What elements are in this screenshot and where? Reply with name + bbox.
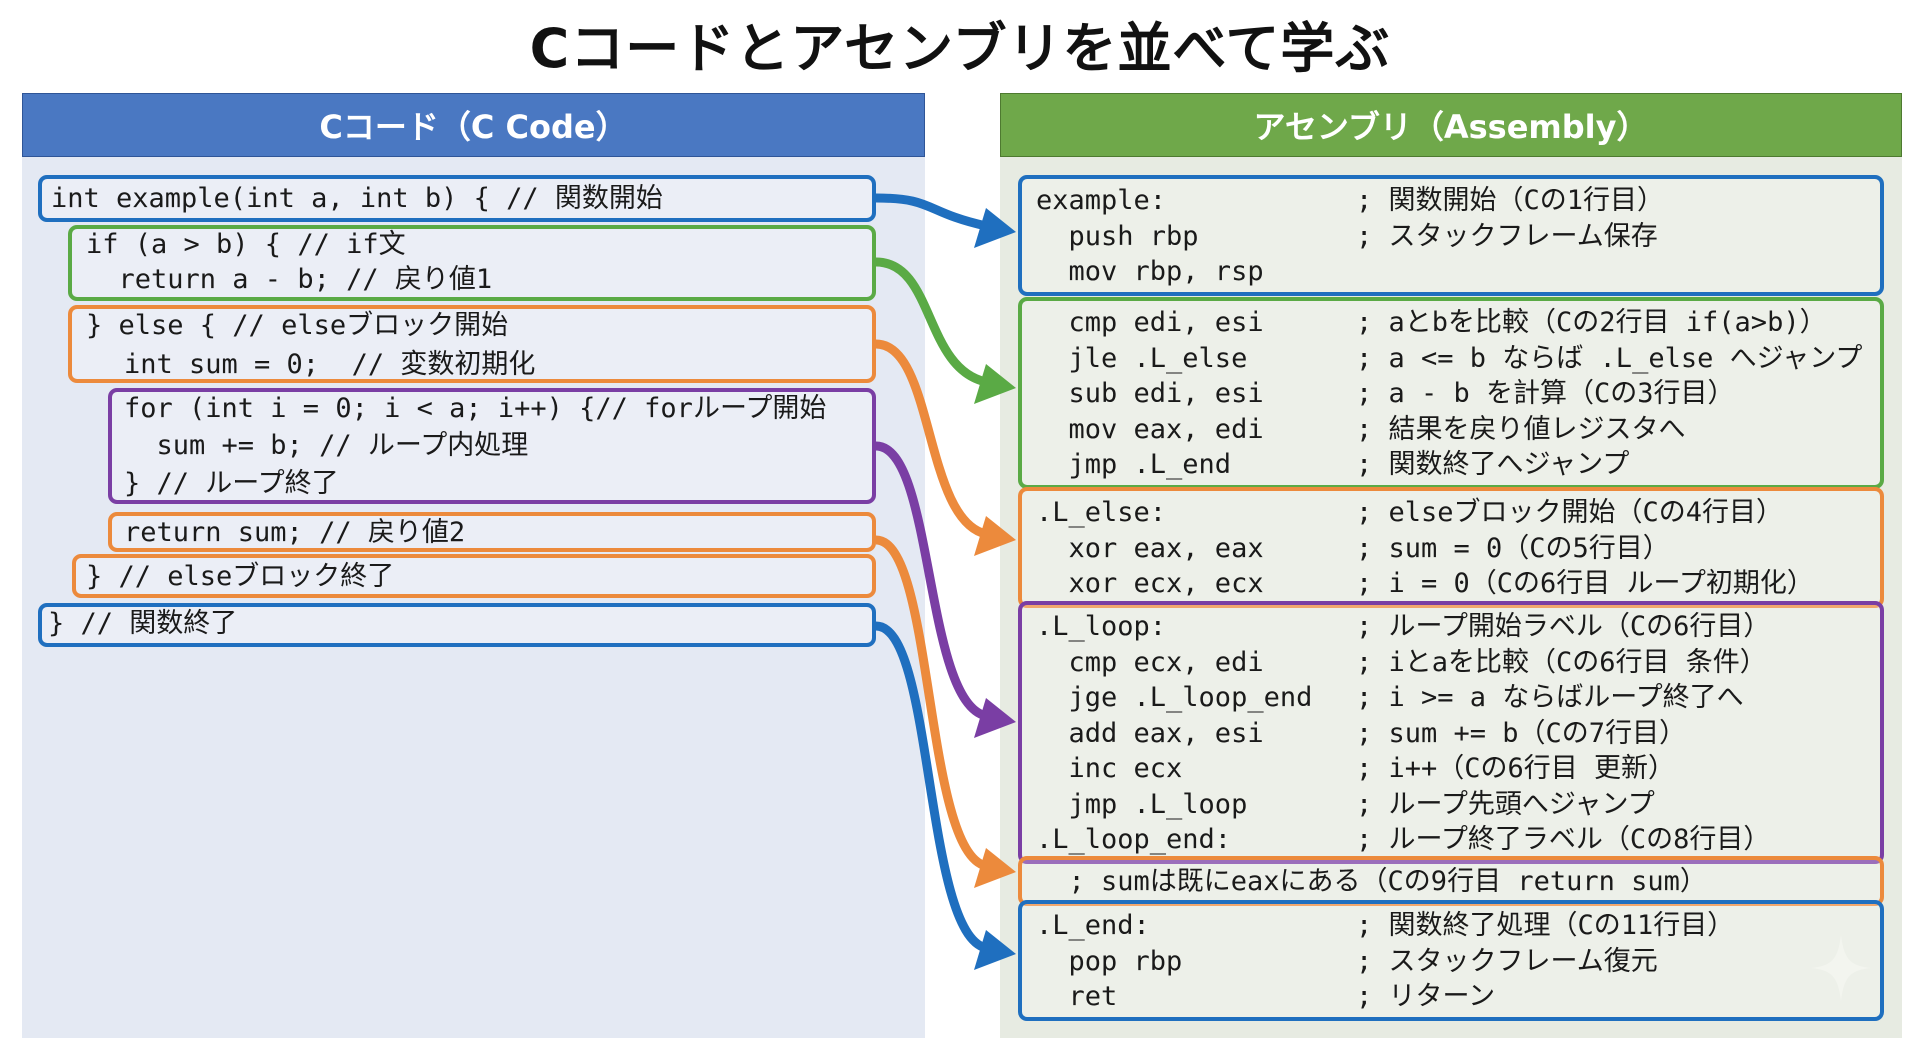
c-block-function-end [38,603,876,647]
asm-comment: ; i++（Cの6行目 更新） [1356,753,1676,784]
asm-comment: ; スタックフレーム保存 [1356,220,1658,252]
c-block-else-end [72,554,876,598]
asm-comment: ; sum += b（Cの7行目） [1356,717,1687,749]
asm-comment: ; a - b を計算（Cの3行目） [1356,378,1735,409]
asm-block-0: example: ; 関数開始（Cの1行目） push rbp ; スタックフレーム… [1018,175,1884,296]
c-block-function-start [38,175,876,222]
c-line-11: } // 関数終了 [48,608,238,639]
asm-row: jmp .L_end ; 関数終了へジャンプ [1036,447,1880,483]
asm-comment: ; リターン [1356,981,1496,1012]
asm-instruction: .L_loop_end: [1036,824,1232,855]
asm-row: inc ecx ; i++（Cの6行目 更新） [1036,751,1880,787]
asm-instruction: sub edi, esi [1036,378,1264,409]
asm-comment: ; 結果を戻り値レジスタへ [1356,413,1686,445]
asm-row: .L_else: ; elseブロック開始（Cの4行目） [1036,495,1880,531]
asm-instruction: xor ecx, ecx [1036,568,1264,599]
c-code-header: Cコード（C Code） [22,93,925,157]
asm-instruction: inc ecx [1036,753,1183,784]
asm-row: .L_end: ; 関数終了処理（Cの11行目） [1036,908,1880,944]
c-block-else-start [68,305,876,383]
asm-comment: ; 関数終了へジャンプ [1356,449,1630,480]
asm-row: example: ; 関数開始（Cの1行目） [1036,183,1880,219]
c-line-8: } // ループ終了 [124,468,339,499]
asm-row: cmp ecx, edi ; iとaを比較（Cの6行目 条件） [1036,645,1880,681]
asm-comment: ; i = 0（Cの6行目 ループ初期化） [1356,568,1814,599]
asm-instruction: ; sumは既にeaxにある（Cの9行目 return sum） [1036,866,1707,897]
asm-instruction: jmp .L_loop [1036,788,1248,820]
asm-comment: ; スタックフレーム復元 [1356,945,1658,977]
asm-instruction: .L_else: [1036,497,1167,528]
asm-instruction: cmp edi, esi [1036,307,1264,338]
asm-row: mov eax, edi ; 結果を戻り値レジスタへ [1036,412,1880,448]
asm-comment: ; i >= a ならばループ終了へ [1356,682,1744,713]
c-block-if [68,225,876,301]
asm-block-2: .L_else: ; elseブロック開始（Cの4行目） xor eax, eax… [1018,487,1884,608]
asm-row: .L_loop: ; ループ開始ラベル（Cの6行目） [1036,609,1880,645]
asm-row: jle .L_else ; a <= b ならば .L_else へジャンプ [1036,341,1880,377]
asm-instruction: mov eax, edi [1036,413,1264,445]
asm-block-3: .L_loop: ; ループ開始ラベル（Cの6行目） cmp ecx, edi ; … [1018,601,1884,864]
c-line-6: for (int i = 0; i < a; i++) {// forループ開始 [124,393,827,424]
c-line-7: sum += b; // ループ内処理 [124,430,529,461]
asm-row: jge .L_loop_end ; i >= a ならばループ終了へ [1036,680,1880,716]
assembly-panel: アセンブリ（Assembly） [1000,93,1902,1038]
sparkle-icon [1811,935,1871,1001]
asm-instruction: jge .L_loop_end [1036,682,1313,713]
asm-comment: ; 関数開始（Cの1行目） [1356,185,1665,216]
asm-instruction: push rbp [1036,220,1199,252]
asm-comment: ; ループ先頭へジャンプ [1356,788,1655,820]
asm-row: xor ecx, ecx ; i = 0（Cの6行目 ループ初期化） [1036,566,1880,602]
c-line-10: } // elseブロック終了 [86,561,395,592]
c-code-panel: Cコード（C Code） [22,93,925,1038]
asm-row: xor eax, eax ; sum = 0（Cの5行目） [1036,531,1880,567]
c-block-for-loop [108,388,876,504]
asm-comment: ; iとaを比較（Cの6行目 条件） [1356,646,1767,678]
asm-block-4: ; sumは既にeaxにある（Cの9行目 return sum） [1018,856,1884,906]
c-line-2: if (a > b) { // if文 [86,229,406,260]
asm-instruction: example: [1036,185,1167,216]
asm-comment: ; ループ終了ラベル（Cの8行目） [1356,824,1771,855]
c-block-return-sum [108,512,876,552]
c-line-1: int example(int a, int b) { // 関数開始 [51,183,663,214]
asm-comment: ; a <= b ならば .L_else へジャンプ [1356,342,1863,374]
asm-instruction: pop rbp [1036,945,1183,977]
asm-instruction: ret [1036,981,1118,1012]
asm-comment: ; aとbを比較（Cの2行目 if(a>b)） [1356,307,1827,338]
asm-instruction: cmp ecx, edi [1036,646,1264,678]
asm-row: ret ; リターン [1036,979,1880,1015]
asm-row: .L_loop_end: ; ループ終了ラベル（Cの8行目） [1036,822,1880,858]
asm-row: push rbp ; スタックフレーム保存 [1036,219,1880,255]
asm-instruction: xor eax, eax [1036,532,1264,564]
asm-block-1: cmp edi, esi ; aとbを比較（Cの2行目 if(a>b)） jle … [1018,297,1884,489]
asm-block-5: .L_end: ; 関数終了処理（Cの11行目） pop rbp ; スタックフレー… [1018,900,1884,1021]
asm-row: add eax, esi ; sum += b（Cの7行目） [1036,716,1880,752]
asm-instruction: jle .L_else [1036,342,1248,374]
c-line-4: } else { // elseブロック開始 [86,310,509,341]
c-line-5: int sum = 0; // 変数初期化 [124,349,536,380]
asm-comment: ; 関数終了処理（Cの11行目） [1356,910,1735,941]
asm-instruction: jmp .L_end [1036,449,1232,480]
c-line-9: return sum; // 戻り値2 [124,517,466,548]
asm-instruction: mov rbp, rsp [1036,256,1264,287]
asm-comment: ; ループ開始ラベル（Cの6行目） [1356,611,1771,642]
asm-comment: ; sum = 0（Cの5行目） [1356,532,1670,564]
asm-comment: ; elseブロック開始（Cの4行目） [1356,497,1784,528]
asm-row: cmp edi, esi ; aとbを比較（Cの2行目 if(a>b)） [1036,305,1880,341]
asm-instruction: add eax, esi [1036,717,1264,749]
asm-instruction: .L_loop: [1036,611,1167,642]
asm-instruction: .L_end: [1036,910,1150,941]
c-line-3: return a - b; // 戻り値1 [86,264,493,295]
asm-row: mov rbp, rsp [1036,254,1880,290]
asm-row: jmp .L_loop ; ループ先頭へジャンプ [1036,787,1880,823]
asm-row: sub edi, esi ; a - b を計算（Cの3行目） [1036,376,1880,412]
asm-row: ; sumは既にeaxにある（Cの9行目 return sum） [1036,864,1880,900]
page-title: Cコードとアセンブリを並べて学ぶ [529,17,1391,80]
assembly-header: アセンブリ（Assembly） [1000,93,1902,157]
asm-row: pop rbp ; スタックフレーム復元 [1036,944,1880,980]
